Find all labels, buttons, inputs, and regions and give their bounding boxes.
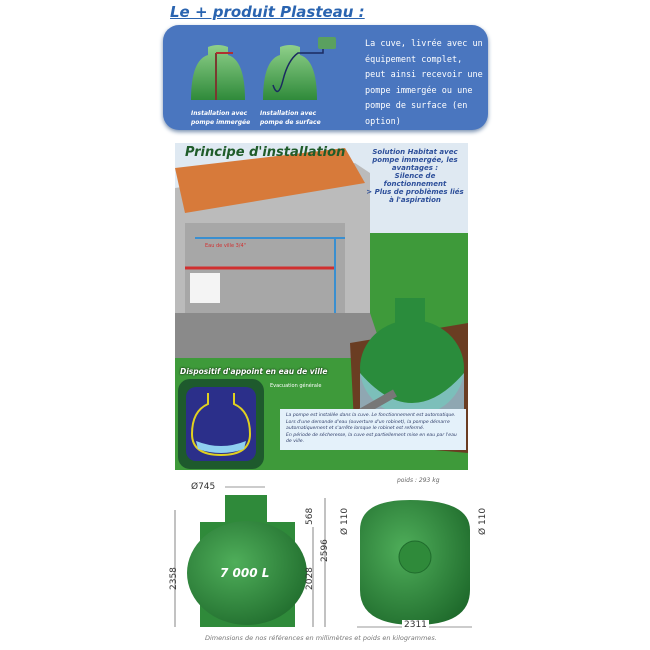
- neck-diameter-label: Ø745: [191, 482, 216, 492]
- tank-cross-section-icon: [186, 387, 256, 461]
- inset-title: Dispositif d'appoint en eau de ville: [180, 367, 328, 376]
- evacuation-label: Evacuation générale: [270, 383, 322, 389]
- pump-installation-illustration: [191, 37, 336, 100]
- pipe-diameter-left-label: Ø 110: [340, 507, 350, 535]
- installation-diagram: Principe d'installation Solution Habitat…: [175, 143, 468, 470]
- width-label: 2311: [402, 620, 429, 630]
- capacity-label: 7 000 L: [220, 566, 270, 580]
- pipe-diameter-right-label: Ø 110: [478, 507, 488, 535]
- plus-section-description: La cuve, livrée avec un équipement compl…: [365, 39, 483, 127]
- info-line: La pompe est installée dans la cuve. Le …: [286, 413, 456, 418]
- weight-label: poids : 293 kg: [397, 477, 440, 484]
- info-line: Lors d'une demande d'eau (ouverture d'un…: [286, 419, 450, 432]
- dimensions-caption: Dimensions de nos références en millimèt…: [205, 634, 437, 642]
- caption-pompe-surface: Installation avec pompe de surface: [260, 110, 321, 126]
- tank-dimension-drawings: [174, 486, 472, 628]
- info-line: En période de sécheresse, la cuve est pa…: [286, 432, 457, 445]
- overall-height-label: 2596: [320, 539, 330, 562]
- principe-title: Principe d'installation: [185, 145, 346, 160]
- total-height-label: 2358: [169, 567, 179, 590]
- advantage-item: > Plus de problèmes liés à l'aspiration: [366, 188, 464, 204]
- advantage-item: Silence de fonctionnement: [383, 172, 447, 188]
- body-height-label: 2028: [305, 567, 315, 590]
- eau-de-ville-label: Eau de ville 3/4": [205, 243, 246, 249]
- neck-height-label: 568: [305, 507, 315, 525]
- appoint-inset: [178, 379, 264, 469]
- advantages-title: Solution Habitat avec pompe immergée, le…: [372, 148, 458, 172]
- plus-section-box: Installation avec pompe immergée Install…: [163, 25, 488, 130]
- info-box: La pompe est installée dans la cuve. Le …: [280, 409, 466, 450]
- caption-pompe-immergee: Installation avec pompe immergée: [191, 110, 251, 126]
- plus-section-title: Le + produit Plasteau :: [170, 3, 365, 21]
- advantages-callout: Solution Habitat avec pompe immergée, le…: [365, 148, 465, 204]
